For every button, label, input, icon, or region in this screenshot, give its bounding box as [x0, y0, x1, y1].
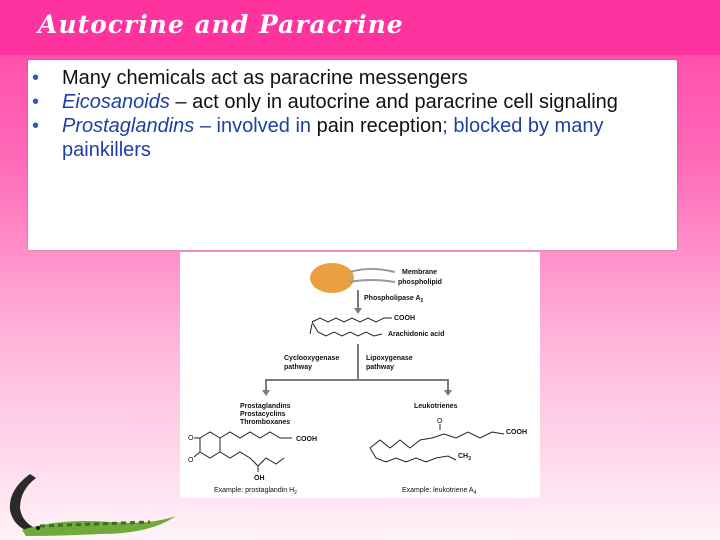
bullet-highlight: pain reception [316, 115, 443, 137]
bullet-term: Prostaglandins [62, 115, 195, 137]
branch-arrow [265, 379, 449, 392]
thromboxanes-label: Thromboxanes [240, 419, 290, 426]
bullet-dot-icon: • [32, 67, 40, 89]
bullet-text: – act only in autocrine and paracrine ce… [169, 91, 618, 113]
crocodile-icon [9, 474, 176, 536]
example-right-caption: Example: leukotriene A4 [402, 487, 477, 496]
bullet-term: Eicosanoids [62, 91, 170, 113]
bullet-dot-icon: • [32, 91, 40, 113]
arachidonic-acid-structure [309, 317, 392, 337]
eicosanoid-pathway-figure: Membrane phospholipid Phospholipase A2 C… [180, 252, 540, 498]
bullet-text: Many chemicals act as paracrine messenge… [62, 67, 468, 89]
bullet-item: • Many chemicals act as paracrine messen… [28, 66, 677, 90]
oxygen-label: O [188, 457, 194, 464]
lox-pathway-label: pathway [366, 364, 394, 371]
example-left-caption: Example: prostaglandin H2 [214, 487, 297, 496]
oxygen-label: O [188, 435, 194, 442]
enzyme-label: Phospholipase A2 [364, 295, 424, 304]
bullet-text: – involved in [194, 115, 317, 137]
cox-pathway-label: pathway [284, 364, 312, 371]
phospholipid-icon [310, 263, 396, 293]
cox-label: Cyclooxygenase [284, 355, 339, 362]
prostaglandins-label: Prostaglandins [240, 403, 291, 410]
arrow-head-icon [444, 390, 452, 396]
arrow-head-icon [262, 390, 270, 396]
bullet-item: • Prostaglandins – involved in pain rece… [28, 114, 677, 162]
cooh-label: COOH [506, 429, 527, 436]
leukotrienes-label: Leukotrienes [414, 403, 458, 410]
phospholipid-label: phospholipid [398, 279, 442, 286]
cooh-label: COOH [296, 436, 317, 443]
pathway-diagram: Membrane phospholipid Phospholipase A2 C… [188, 263, 527, 496]
oxygen-label: O [437, 418, 443, 425]
ch3-label: CH3 [458, 453, 471, 462]
prostaglandin-structure [193, 431, 292, 472]
title-bar: Autocrine and Paracrine [0, 0, 720, 55]
leukotriene-structure [369, 424, 505, 463]
bullet-dot-icon: • [32, 115, 40, 137]
cooh-label: COOH [394, 315, 415, 322]
slide-title: Autocrine and Paracrine [38, 10, 404, 39]
arrow-head-icon [354, 308, 362, 314]
lox-label: Lipoxygenase [366, 355, 413, 362]
bullet-text: ; blocked by many painkillers [62, 115, 604, 161]
oh-label: OH [254, 475, 265, 482]
arachidonic-label: Arachidonic acid [388, 331, 444, 338]
bullet-item: • Eicosanoids – act only in autocrine an… [28, 90, 677, 114]
membrane-label: Membrane [402, 269, 437, 276]
content-box: • Many chemicals act as paracrine messen… [28, 60, 677, 250]
bullet-list: • Many chemicals act as paracrine messen… [28, 60, 677, 162]
prostacyclins-label: Prostacyclins [240, 411, 286, 418]
